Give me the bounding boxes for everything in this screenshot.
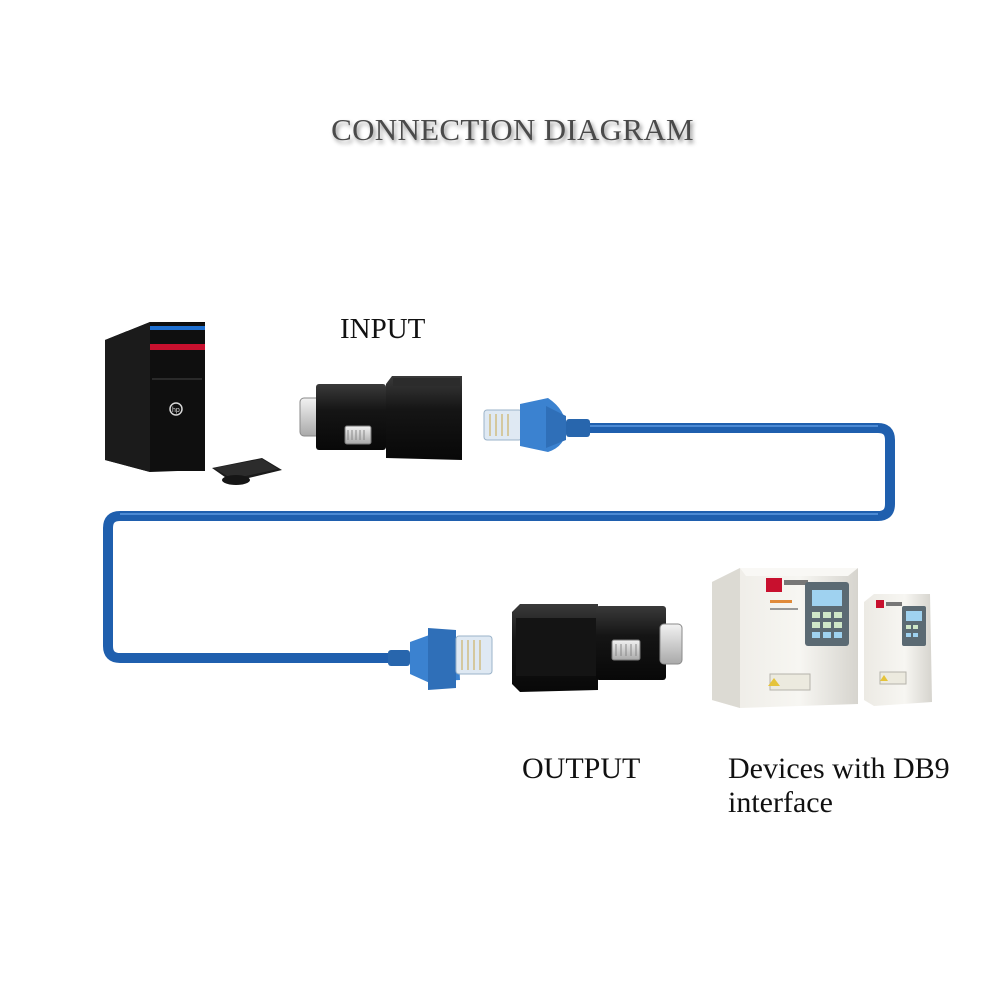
input-adapter bbox=[299, 376, 462, 460]
svg-text:hp: hp bbox=[172, 407, 180, 414]
rj45-cable bbox=[103, 423, 895, 663]
desktop-computer-icon: hp bbox=[105, 322, 282, 485]
devices-label-line2: interface bbox=[728, 786, 833, 819]
devices-label-line1: Devices with DB9 bbox=[728, 752, 950, 785]
rj45-plug-output bbox=[388, 628, 493, 690]
input-label: INPUT bbox=[340, 313, 426, 345]
devices-label: Devices with DB9 interface bbox=[728, 752, 950, 820]
rj45-plug-input bbox=[483, 398, 590, 452]
output-adapter bbox=[512, 604, 683, 692]
inverter-device-icon bbox=[712, 568, 932, 708]
diagram-title: CONNECTION DIAGRAM bbox=[331, 112, 694, 147]
output-label: OUTPUT bbox=[522, 752, 641, 785]
